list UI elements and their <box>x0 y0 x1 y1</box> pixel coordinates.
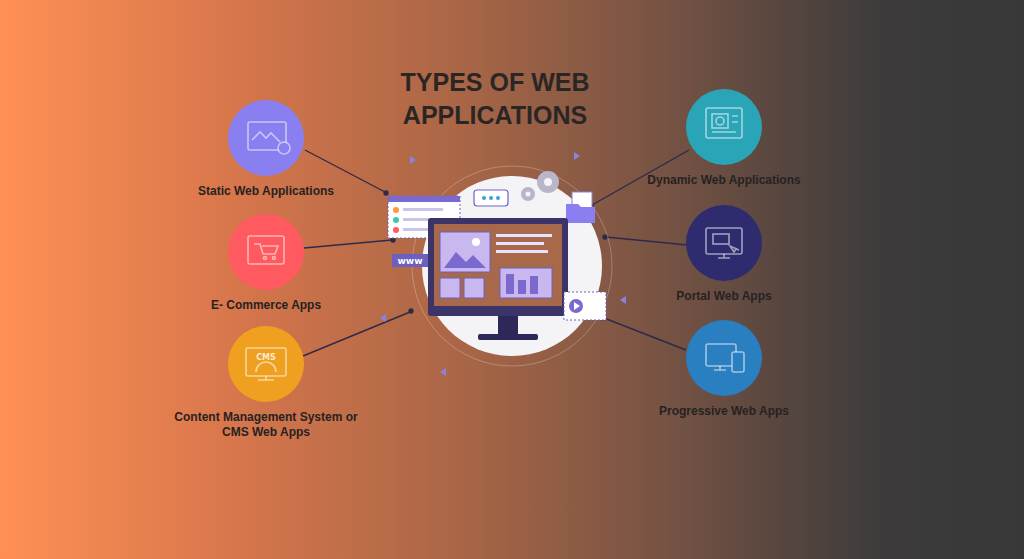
www-label: www <box>398 256 423 266</box>
ecommerce-icon <box>248 236 284 264</box>
icon-circle <box>228 100 304 176</box>
www-badge: www <box>392 254 428 267</box>
node-label: Progressive Web Apps <box>635 404 813 419</box>
app-type-node: E- Commerce Apps <box>162 214 370 313</box>
diagram-title: TYPES OF WEB APPLICATIONS <box>380 66 610 132</box>
decor-triangles <box>380 152 626 376</box>
portal-icon <box>706 228 742 258</box>
node-label: Dynamic Web Applications <box>635 173 813 188</box>
node-label: E- Commerce Apps <box>162 298 370 313</box>
video-player <box>564 292 606 320</box>
app-type-node: Portal Web Apps <box>635 205 813 304</box>
icon-circle <box>228 214 304 290</box>
leader-lines <box>303 150 689 356</box>
folder <box>566 192 595 223</box>
cms-label: CMS <box>256 353 276 362</box>
icon-circle <box>686 320 762 396</box>
chat-bubble <box>474 190 508 206</box>
icon-circle <box>228 326 304 402</box>
icon-circle <box>686 205 762 281</box>
static-icon <box>248 122 290 154</box>
app-type-node: Content Management System or CMS Web App… <box>162 326 370 440</box>
app-type-node: Dynamic Web Applications <box>635 89 813 188</box>
app-type-node: Progressive Web Apps <box>635 320 813 419</box>
icon-circle <box>686 89 762 165</box>
app-type-node: Static Web Applications <box>162 100 370 199</box>
cms-icon <box>246 348 286 380</box>
progressive-icon <box>706 344 744 372</box>
node-label: Static Web Applications <box>162 184 370 199</box>
node-label: Portal Web Apps <box>635 289 813 304</box>
node-label: Content Management System or CMS Web App… <box>162 410 370 440</box>
gear <box>521 171 559 201</box>
monitor <box>428 218 568 340</box>
dynamic-icon <box>706 108 742 138</box>
